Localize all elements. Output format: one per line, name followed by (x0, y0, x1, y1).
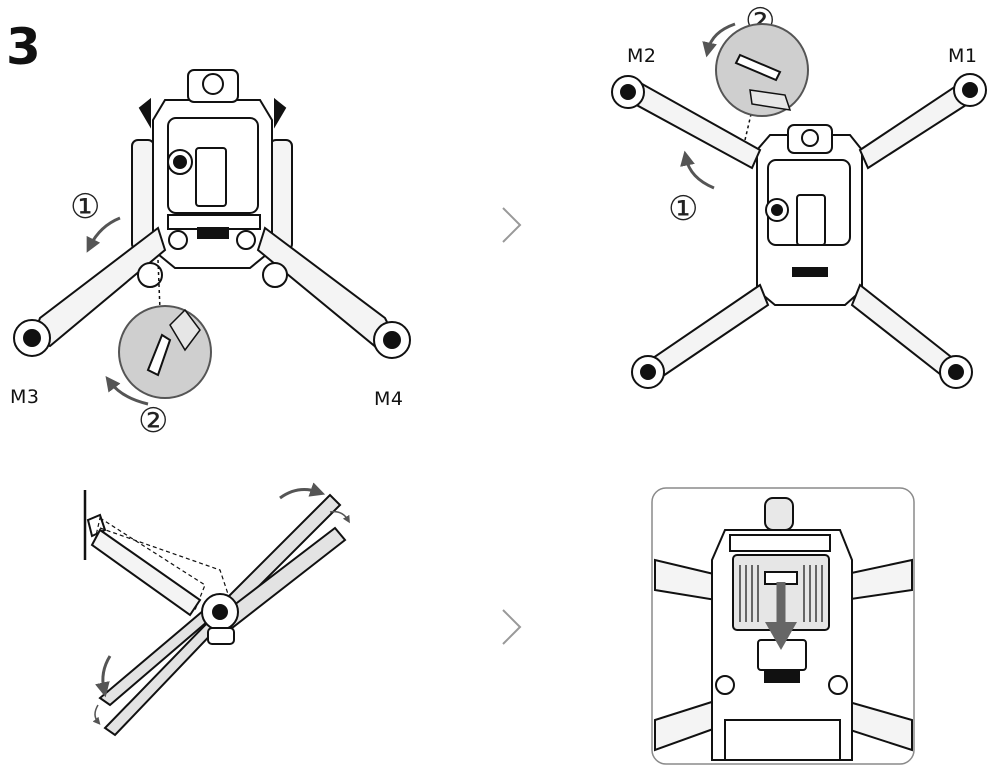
motor-label-m3: M3 (10, 386, 40, 408)
antenna (764, 497, 794, 531)
step-marker-1-right: ① (668, 189, 699, 229)
motor-label-m4: M4 (374, 388, 404, 410)
fold-arrow-1 (86, 216, 121, 253)
step-marker-2-left: ② (138, 401, 169, 441)
rotation-arrow-upper (279, 482, 326, 500)
motor-label-m2: M2 (627, 45, 657, 67)
fold-arrow-3 (702, 22, 736, 58)
fold-arrow-4 (680, 150, 715, 190)
panel-unfold-front-arms (611, 22, 987, 389)
chevron-right-icon (502, 609, 522, 645)
panel-unfold-propeller (83, 482, 350, 737)
step-marker-1-left: ① (70, 187, 101, 227)
chevron-right-icon (502, 207, 522, 243)
arm-rear-right (850, 283, 957, 380)
fold-arrow-2 (105, 376, 149, 406)
step-number: 3 (6, 18, 41, 76)
rotation-arrow-lower (95, 655, 112, 698)
panel-unfold-rear-arms (13, 69, 411, 406)
panel-insert-battery (651, 487, 915, 765)
arm-m4 (256, 226, 397, 350)
motor-label-m1: M1 (948, 45, 978, 67)
arm-rear-left (648, 283, 770, 380)
